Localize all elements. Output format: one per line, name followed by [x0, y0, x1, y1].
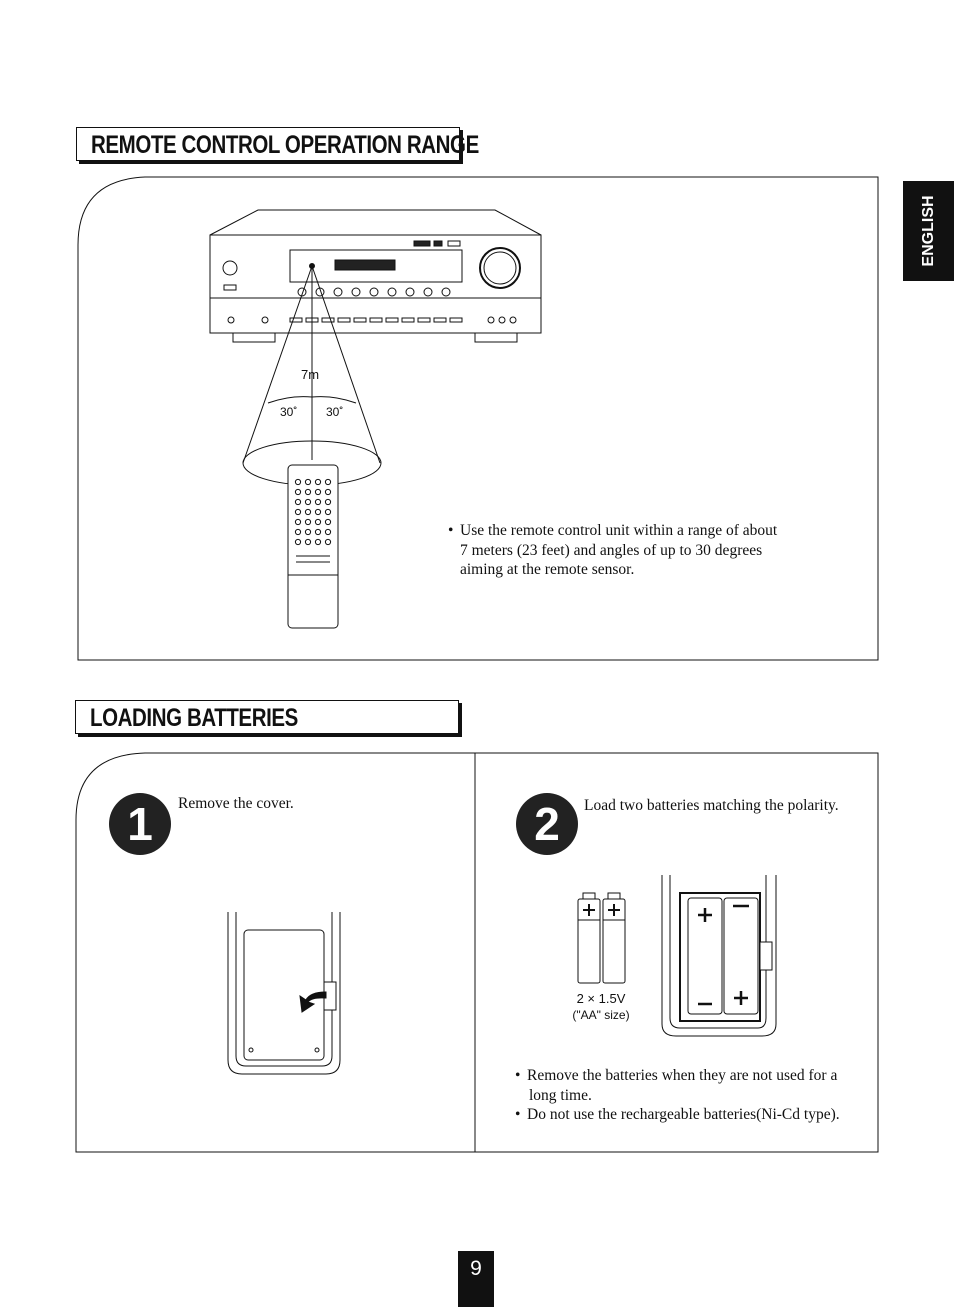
language-tab: ENGLISH — [903, 181, 954, 281]
page-number: 9 — [458, 1251, 494, 1307]
step-1-badge: 1 — [109, 793, 171, 855]
section-title-remote-range-text: REMOTE CONTROL OPERATION RANGE — [91, 131, 479, 159]
step-2-badge: 2 — [516, 793, 578, 855]
step-1-text: Remove the cover. — [178, 795, 294, 812]
battery-note-1: Remove the batteries when they are not u… — [515, 1066, 870, 1086]
battery-spec-size: ("AA" size) — [572, 1008, 629, 1022]
section-title-loading-batteries: LOADING BATTERIES — [75, 700, 459, 734]
battery-notes: Remove the batteries when they are not u… — [515, 1066, 870, 1125]
step-2-number: 2 — [534, 798, 560, 850]
distance-label: 7m — [301, 367, 319, 382]
step-2-text: Load two batteries matching the polarity… — [584, 797, 839, 814]
range-note: Use the remote control unit within a ran… — [448, 521, 808, 580]
remote-illustration — [287, 464, 339, 629]
battery-note-2: Do not use the rechargeable batteries(Ni… — [515, 1105, 870, 1125]
loose-batteries-illustration — [577, 892, 626, 984]
angle-right-label: 30˚ — [326, 405, 343, 419]
step-1-number: 1 — [127, 798, 153, 850]
range-note-line-2: 7 meters (23 feet) and angles of up to 3… — [460, 541, 763, 559]
range-note-line-1: Use the remote control unit within a ran… — [448, 521, 808, 541]
range-note-line-3: aiming at the remote sensor. — [460, 561, 635, 578]
page-number-text: 9 — [470, 1257, 482, 1280]
range-panel-frame — [77, 176, 879, 661]
angle-left-label: 30˚ — [280, 405, 297, 419]
battery-spec-voltage: 2 × 1.5V — [577, 991, 626, 1006]
batteries-panel-frame — [75, 752, 879, 1153]
section-title-remote-range: REMOTE CONTROL OPERATION RANGE — [76, 127, 479, 161]
remote-back-cover-illustration — [227, 912, 341, 1075]
language-tab-label: ENGLISH — [919, 195, 937, 267]
battery-compartment-illustration — [661, 875, 777, 1037]
battery-note-1-cont: long time. — [529, 1086, 592, 1104]
section-title-loading-batteries-text: LOADING BATTERIES — [90, 704, 298, 732]
receiver-illustration — [209, 209, 542, 343]
